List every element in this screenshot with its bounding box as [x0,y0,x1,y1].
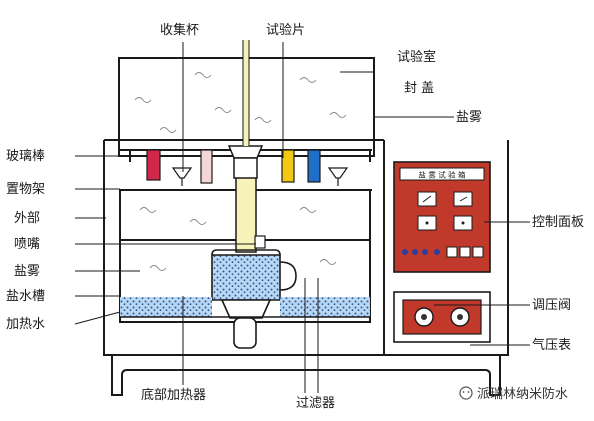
label-heated-water: 加热水 [6,317,45,332]
wechat-icon [459,386,473,400]
label-brine-tank: 盐水槽 [6,289,45,304]
label-control-panel: 控制面板 [532,215,584,230]
label-filter: 过滤器 [296,396,335,411]
brine-water-band [120,297,370,318]
switch-3 [472,246,484,258]
label-test-chamber: 试验室 [397,49,436,65]
salt-fog-squiggles-top [134,72,347,133]
label-pressure-gauge: 气压表 [532,337,571,353]
indicator-light-2 [412,249,418,255]
label-seal-cover: 封 盖 [404,81,434,96]
indicator-light-1 [402,249,408,255]
label-salt-fog-left: 盐雾 [14,264,40,279]
label-test-piece: 试验片 [266,22,305,38]
switch-1 [446,246,458,258]
pressure-panel [393,291,491,343]
label-pressure-valve: 调压阀 [532,298,571,313]
indicator-light-4 [434,249,440,255]
label-salt-fog-top: 盐雾 [456,110,482,125]
indicator-light-3 [422,249,428,255]
watermark: 派瑞林纳米防水 [459,386,568,402]
rack-funnels [171,167,349,186]
spray-tower [227,40,266,253]
label-collector-cup: 收集杯 [160,22,199,38]
panel-title: 盐 雾 试 验 箱 [418,170,466,180]
label-exterior: 外部 [14,211,40,226]
sample-yellow [281,149,295,183]
label-nozzle: 喷嘴 [14,237,40,252]
salt-fog-squiggles-lower [139,207,337,271]
label-rack: 置物架 [6,182,45,197]
sample-red [146,149,161,181]
leader-lines [74,42,530,393]
sample-blue [307,149,321,183]
watermark-text: 派瑞林纳米防水 [477,386,568,402]
label-bottom-heater: 底部加热器 [141,387,206,403]
sample-pink [200,149,213,184]
switch-2 [459,246,471,258]
control-panel: 盐 雾 试 验 箱 [393,161,491,273]
label-glass-rod: 玻璃棒 [6,149,45,164]
